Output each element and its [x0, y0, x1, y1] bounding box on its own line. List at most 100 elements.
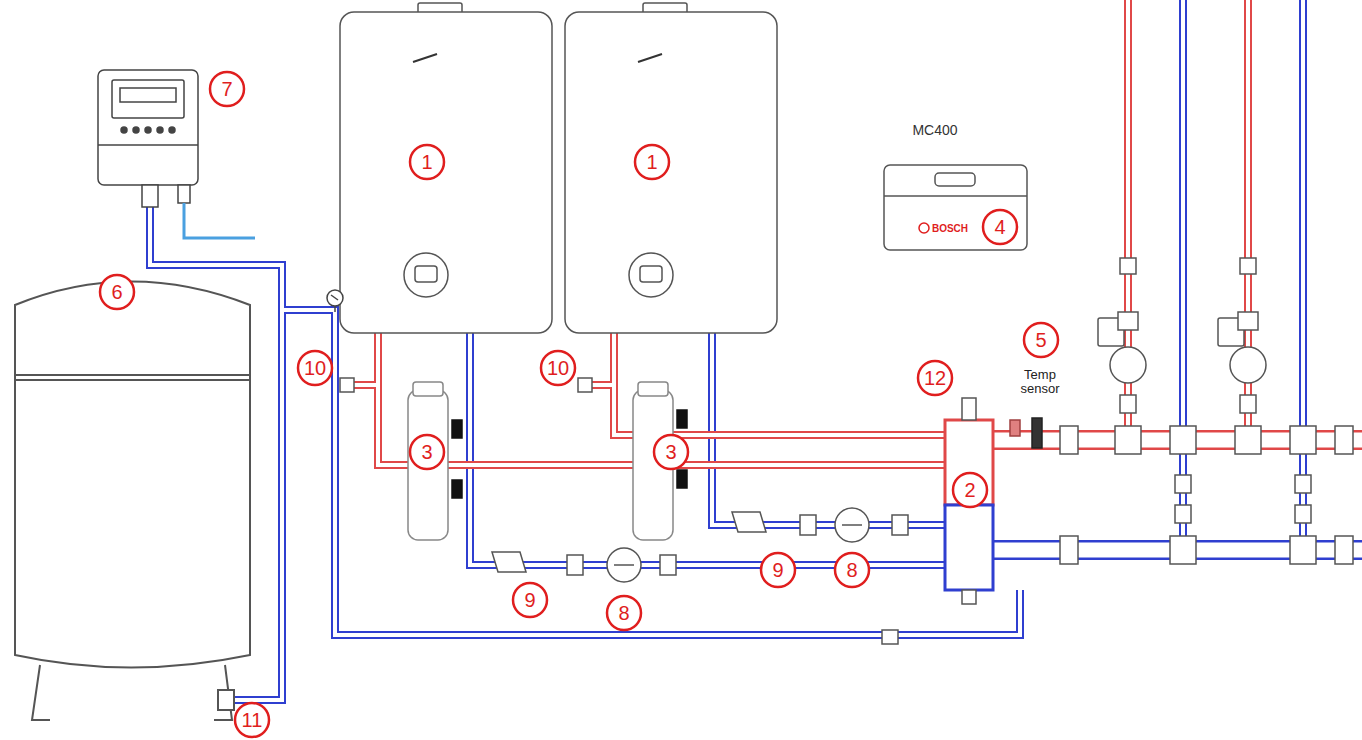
callout-circle	[983, 210, 1017, 244]
header-and-components	[842, 524, 862, 526]
pressurisation-unit	[145, 127, 151, 133]
callout-number: 10	[547, 357, 569, 379]
callout-number: 2	[964, 479, 975, 501]
riser-components	[1120, 395, 1136, 413]
pressurisation-unit	[331, 295, 338, 300]
header-and-components	[567, 555, 583, 575]
callout-circle	[953, 473, 987, 507]
pipe-fittings	[1060, 536, 1078, 564]
expansion-vessel	[218, 690, 234, 710]
expansion-vessel	[15, 282, 250, 668]
boiler-unit	[340, 3, 777, 333]
callout-number: 1	[421, 151, 432, 173]
pipe-fittings	[1170, 426, 1196, 454]
riser-components	[1175, 505, 1191, 523]
callout-number: 1	[646, 151, 657, 173]
header-and-components	[882, 630, 898, 644]
callout-circle	[835, 553, 869, 587]
header-and-components	[607, 548, 641, 582]
callout-circle	[607, 596, 641, 630]
controller-box	[884, 195, 1027, 197]
header-and-components	[1010, 420, 1020, 436]
pipe-fittings	[1290, 536, 1316, 564]
header-and-components	[452, 480, 462, 498]
header-and-components	[614, 564, 634, 566]
callout-circle	[298, 351, 332, 385]
pressurisation-unit	[98, 70, 198, 185]
header-and-components	[492, 552, 526, 572]
controller-box	[884, 165, 1027, 250]
pipe-fittings	[1335, 536, 1353, 564]
header-and-components	[962, 590, 976, 604]
pipe-fittings	[1235, 426, 1261, 454]
callout-number: 6	[111, 281, 122, 303]
pipe-fittings	[1115, 426, 1141, 454]
callout-number: 3	[421, 441, 432, 463]
controller-box	[935, 173, 975, 186]
boiler-unit	[404, 253, 448, 297]
header-and-components	[732, 512, 766, 532]
header-and-components	[578, 378, 592, 392]
pipe-fittings	[1335, 426, 1353, 454]
callout-number: 4	[994, 216, 1005, 238]
main-pipes	[993, 440, 1362, 550]
expansion-vessel	[15, 374, 250, 376]
callout-number: 10	[304, 357, 326, 379]
header-and-components	[408, 390, 448, 540]
pressurisation-unit	[98, 144, 198, 146]
callout-number: 11	[242, 709, 263, 731]
header-and-components	[340, 378, 354, 392]
expansion-vessel	[15, 379, 250, 381]
header-and-components	[835, 508, 869, 542]
header-and-components	[638, 382, 668, 396]
callout-number: 12	[924, 367, 946, 389]
pressurisation-unit	[121, 127, 127, 133]
callout-circle	[654, 435, 688, 469]
boiler-unit	[638, 54, 662, 62]
callout-number: 5	[1035, 329, 1046, 351]
callout-number: 9	[524, 589, 535, 611]
header-and-components	[1032, 418, 1042, 448]
callout-circle	[635, 145, 669, 179]
riser-components	[1110, 347, 1146, 383]
pipe-fittings	[1060, 426, 1353, 564]
callout-circle	[761, 553, 795, 587]
pressurisation-unit	[169, 127, 175, 133]
return-pipes	[150, 0, 1303, 700]
riser-components	[1295, 505, 1311, 523]
riser-components	[1295, 475, 1311, 493]
pressurisation-unit	[334, 306, 336, 312]
expansion-vessel	[32, 665, 232, 720]
header-and-components	[340, 378, 1042, 644]
header-and-components	[892, 515, 908, 535]
pressurisation-unit	[133, 127, 139, 133]
pipe-fittings	[1290, 426, 1316, 454]
header-and-components	[660, 555, 676, 575]
callout-circle	[235, 703, 269, 737]
return-pipes	[150, 0, 1303, 700]
brand-logo: BOSCH	[932, 223, 968, 234]
callout-number: 7	[221, 78, 232, 100]
callout-circle	[513, 583, 547, 617]
callout-circle	[210, 72, 244, 106]
callout-circle	[100, 72, 1058, 737]
header-and-components	[800, 515, 816, 535]
model-label: MC400	[912, 123, 957, 138]
riser-components	[1118, 312, 1138, 330]
pressurisation-unit	[112, 80, 184, 118]
callout-circle	[1024, 323, 1058, 357]
boiler-unit	[629, 253, 673, 297]
riser-components	[1230, 347, 1266, 383]
pressurisation-unit	[178, 185, 190, 203]
pressurisation-unit	[98, 70, 343, 312]
boiler-unit	[640, 266, 662, 282]
callout-number: 3	[665, 441, 676, 463]
callout-number: 8	[618, 602, 629, 624]
callout-circle	[918, 361, 952, 395]
header-and-components	[452, 420, 462, 438]
controller-box	[884, 165, 1027, 250]
callout-circle	[541, 351, 575, 385]
boiler-unit	[415, 266, 437, 282]
riser-components	[1098, 258, 1311, 523]
